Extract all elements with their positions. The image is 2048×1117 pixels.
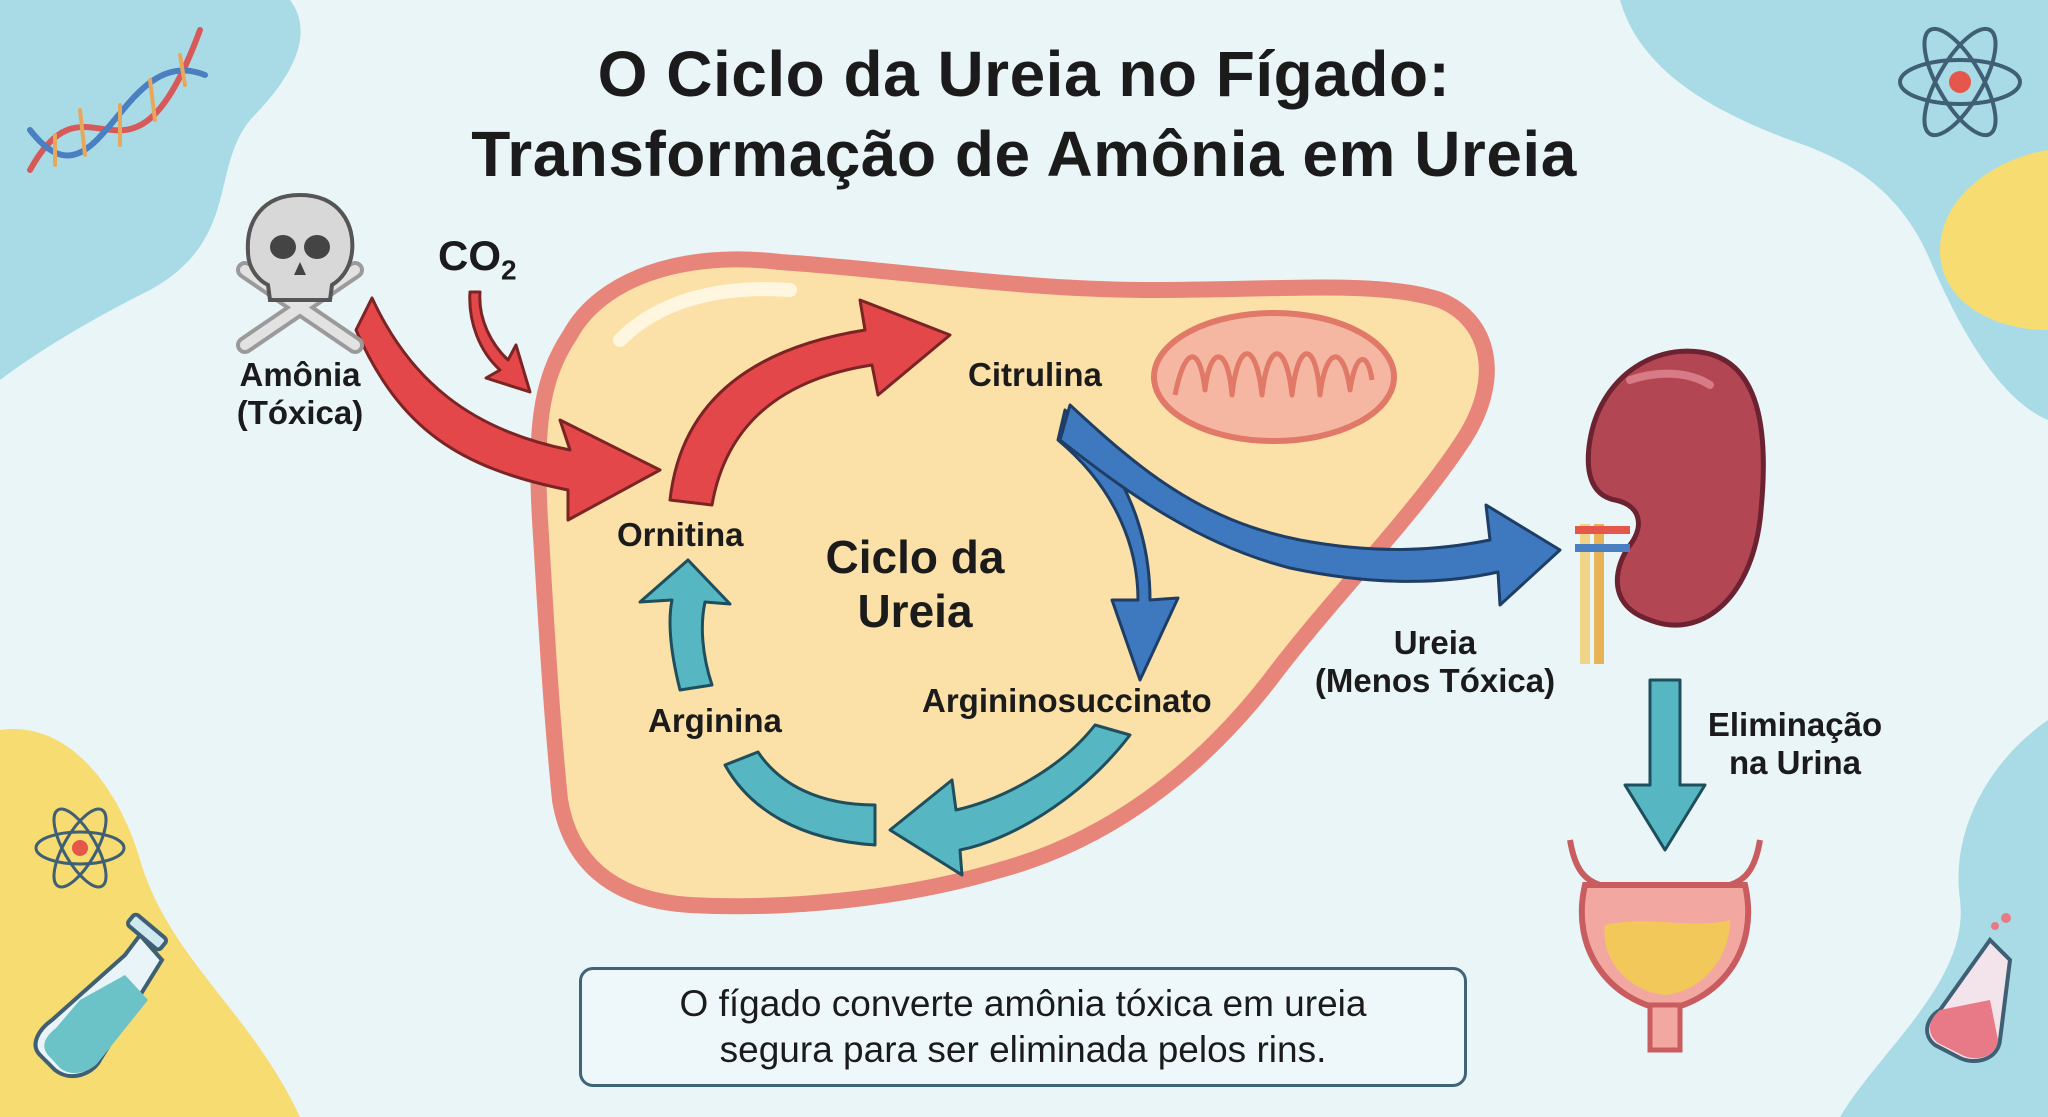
skull-crossbones-icon <box>236 192 364 354</box>
kidney-icon <box>1575 348 1766 664</box>
urea-output-arrow <box>1058 403 1562 607</box>
background-blob-top-right <box>1620 0 2048 420</box>
elimination-line-2: na Urina <box>1728 743 1862 781</box>
background-blob-top-left <box>0 0 301 380</box>
urea-output-label: Ureia (Menos Tóxica) <box>1290 624 1580 700</box>
atom-icon <box>34 807 126 889</box>
ammonia-label-line-2: (Tóxica) <box>236 393 364 431</box>
urea-output-line-1: Ureia <box>1393 624 1477 661</box>
cycle-center-line-2: Ureia <box>857 585 973 637</box>
flask-icon <box>33 912 168 1079</box>
mitochondrion-icon <box>1151 310 1397 444</box>
urea-output-line-2: (Menos Tóxica) <box>1314 661 1556 699</box>
bladder-icon <box>1567 839 1763 1053</box>
elimination-label: Eliminação na Urina <box>1690 706 1900 782</box>
co2-label-main: CO <box>438 232 501 279</box>
summary-note-box: O fígado converte amônia tóxica em ureia… <box>579 967 1467 1087</box>
co2-label: CO2 <box>438 232 517 287</box>
ornithine-label: Ornitina <box>617 516 744 553</box>
ammonia-label: Amônia (Tóxica) <box>205 356 395 432</box>
title-line-1: O Ciclo da Ureia no Fígado: <box>597 38 1451 110</box>
bottom-cycle-arrow <box>723 750 877 847</box>
summary-note-line-1: O fígado converte amônia tóxica em ureia <box>679 983 1367 1024</box>
cycle-center-label: Ciclo da Ureia <box>780 530 1050 638</box>
elimination-line-1: Eliminação <box>1707 706 1883 743</box>
page-title: O Ciclo da Ureia no Fígado: Transformaçã… <box>0 34 2048 194</box>
arginine-to-ornithine-arrow <box>638 558 732 692</box>
flask-icon <box>1925 913 2013 1063</box>
atom-icon <box>1898 26 2022 138</box>
arginine-label: Arginina <box>648 702 782 739</box>
citrulline-label: Citrulina <box>968 356 1102 393</box>
elimination-arrow <box>1623 678 1707 852</box>
summary-note-line-2: segura para ser eliminada pelos rins. <box>719 1029 1327 1070</box>
ammonia-label-line-1: Amônia <box>239 356 361 393</box>
cycle-center-line-1: Ciclo da <box>825 531 1005 583</box>
dna-icon <box>27 27 208 173</box>
ornithine-to-citrulline-arrow <box>668 298 952 507</box>
background-blob-top-right-yellow <box>1940 150 2048 330</box>
argininosuccinate-to-arginine-arrow <box>888 723 1132 877</box>
co2-label-subscript: 2 <box>501 254 517 286</box>
co2-input-arrow <box>468 290 532 394</box>
ammonia-input-arrow <box>354 296 662 522</box>
argininosuccinate-label: Argininosuccinato <box>922 682 1212 719</box>
liver-highlight <box>613 282 797 347</box>
title-line-2: Transformação de Amônia em Ureia <box>471 118 1577 190</box>
